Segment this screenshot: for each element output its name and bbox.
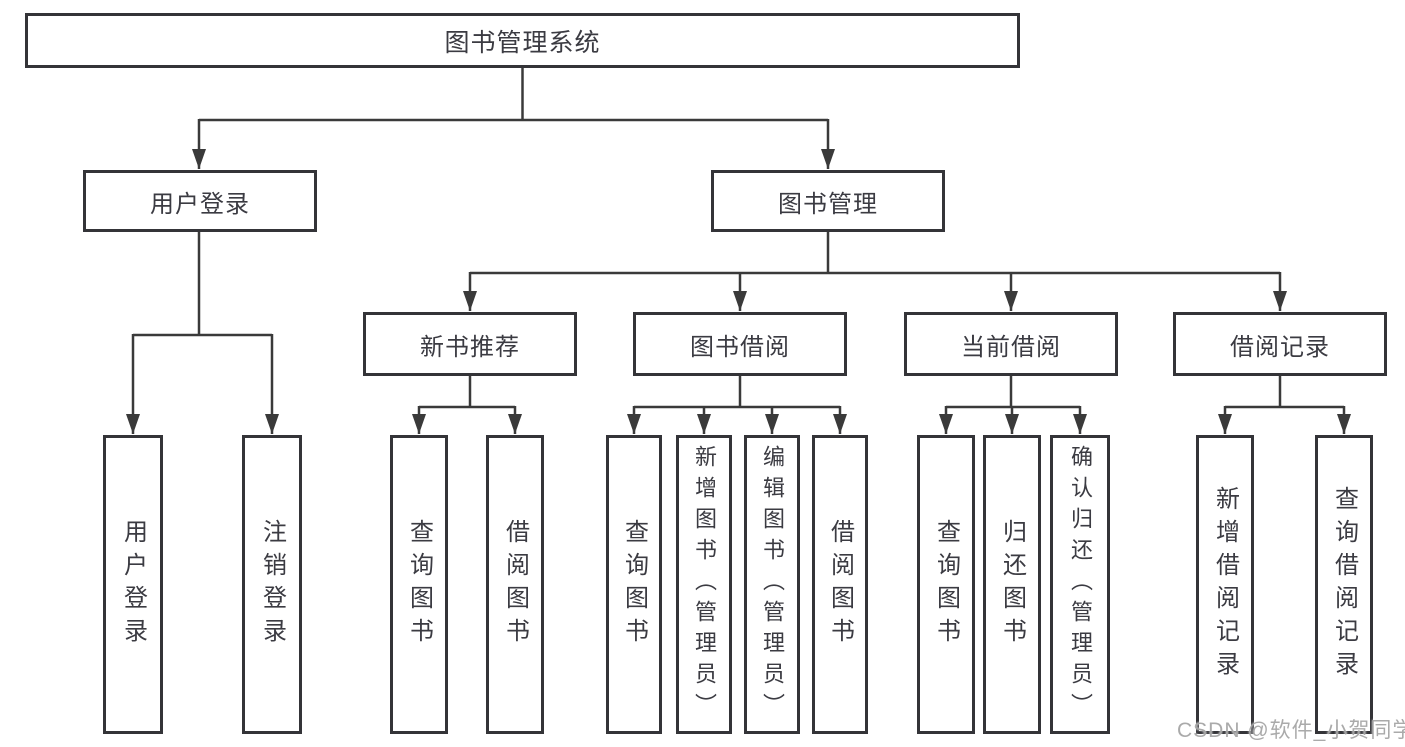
node-root: 图书管理系统 [25,13,1020,68]
node-user-login-label: 用户登录 [150,190,250,218]
leaf-borrow-books-recommend: 借阅图书 [486,435,544,734]
node-user-login: 用户登录 [83,170,317,232]
node-book-borrowing-label: 图书借阅 [690,333,790,361]
watermark: CSDN @软件_小贺同学 [1177,719,1405,742]
leaf-query-books-current: 查询图书 [917,435,975,734]
node-new-book-recommendation-label: 新书推荐 [420,333,520,361]
leaf-user-login: 用户登录 [103,435,163,734]
node-book-management: 图书管理 [711,170,945,232]
leaf-edit-books-admin: 编辑图书（管理员） [744,435,800,734]
leaf-return-books: 归还图书 [983,435,1041,734]
leaf-borrow-books-borrow: 借阅图书 [812,435,868,734]
leaf-query-borrow-record: 查询借阅记录 [1315,435,1373,734]
node-borrowing-records-label: 借阅记录 [1230,333,1330,361]
leaf-add-borrow-record: 新增借阅记录 [1196,435,1254,734]
node-current-borrowing-label: 当前借阅 [961,333,1061,361]
node-root-label: 图书管理系统 [444,28,601,57]
node-book-borrowing: 图书借阅 [633,312,847,376]
node-borrowing-records: 借阅记录 [1173,312,1387,376]
leaf-query-books-recommend: 查询图书 [390,435,448,734]
node-current-borrowing: 当前借阅 [904,312,1118,376]
leaf-add-books-admin: 新增图书（管理员） [676,435,732,734]
node-book-management-label: 图书管理 [778,190,878,218]
node-new-book-recommendation: 新书推荐 [363,312,577,376]
leaf-logout-login: 注销登录 [242,435,302,734]
leaf-query-books-borrow: 查询图书 [606,435,662,734]
leaf-confirm-return-admin: 确认归还（管理员） [1050,435,1110,734]
